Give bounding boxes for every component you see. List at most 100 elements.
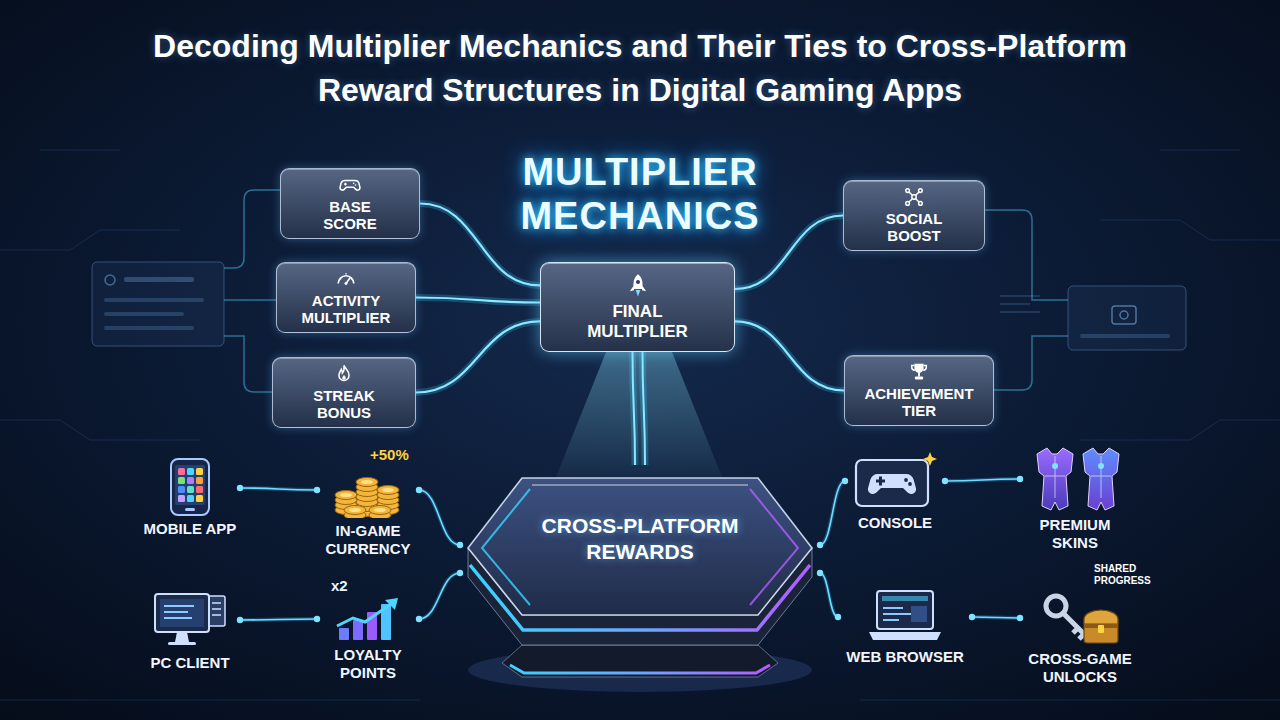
camera-icon bbox=[1112, 306, 1136, 324]
connector-glow bbox=[416, 321, 540, 392]
connector-dot bbox=[835, 614, 841, 620]
platform-item: IN-GAME CURRENCY bbox=[317, 468, 419, 558]
platform-item: LOYALTY POINTS bbox=[317, 596, 419, 682]
chart-bar bbox=[353, 620, 363, 640]
chest-lock bbox=[1098, 625, 1104, 633]
app-tile bbox=[187, 477, 194, 484]
trace-line bbox=[224, 299, 276, 301]
console-icon bbox=[852, 452, 938, 510]
item-label: WEB BROWSER bbox=[846, 648, 964, 666]
screen-lines bbox=[164, 606, 194, 618]
armor-gem bbox=[1098, 463, 1104, 469]
panel-bar bbox=[1080, 334, 1170, 338]
coins-icon bbox=[326, 468, 410, 518]
platform-item: PREMIUM SKINS bbox=[1020, 446, 1130, 552]
bonus-percent: +50% bbox=[370, 446, 422, 464]
rocket-fin bbox=[629, 285, 633, 291]
node-label: CROSS-PLATFORM REWARDS bbox=[530, 513, 750, 565]
coin-shine bbox=[340, 493, 352, 497]
connector-dot bbox=[457, 570, 463, 576]
panel-frame bbox=[92, 262, 224, 346]
coin-shine bbox=[361, 480, 373, 484]
platform-item: CONSOLE bbox=[845, 452, 945, 532]
network-icon bbox=[903, 186, 925, 208]
sparkle bbox=[923, 452, 937, 466]
connector-glow bbox=[416, 298, 540, 303]
process-box: STREAK BONUS bbox=[272, 357, 416, 428]
monitor-screen bbox=[160, 599, 204, 627]
process-box: ACHIEVEMENT TIER bbox=[844, 355, 994, 426]
coin-shine bbox=[382, 488, 394, 492]
connector-dot bbox=[842, 478, 848, 484]
trend-head bbox=[385, 598, 398, 610]
app-tile bbox=[178, 477, 185, 484]
node-label: BASE SCORE bbox=[310, 198, 390, 232]
connector-dot bbox=[942, 478, 948, 484]
gauge-icon bbox=[335, 268, 357, 290]
deco-line bbox=[1000, 295, 1040, 297]
rocket-fin bbox=[641, 285, 645, 291]
connector-line bbox=[735, 321, 844, 390]
deco-line bbox=[1000, 311, 1040, 313]
connector-line bbox=[633, 352, 636, 465]
armor-icon bbox=[1027, 446, 1123, 512]
trophy-stem bbox=[918, 372, 920, 376]
connector bbox=[817, 570, 841, 620]
app-tile bbox=[178, 486, 185, 493]
grid-line bbox=[0, 230, 180, 250]
connector-dot bbox=[817, 570, 823, 576]
trend-line bbox=[337, 604, 391, 626]
process-box: FINAL MULTIPLIER bbox=[540, 262, 735, 352]
connector-dot bbox=[314, 487, 320, 493]
connector bbox=[416, 321, 540, 392]
monitor-base bbox=[168, 642, 196, 645]
connector-dot bbox=[314, 616, 320, 622]
laptop-base bbox=[869, 632, 941, 640]
grid-line bbox=[1080, 420, 1280, 440]
connector-line bbox=[945, 479, 1020, 481]
flame-icon bbox=[333, 363, 355, 385]
browser-image bbox=[911, 606, 927, 622]
network-node bbox=[919, 189, 923, 193]
gamepad-icon bbox=[339, 174, 361, 196]
connector-line bbox=[419, 490, 460, 545]
phone-screen bbox=[175, 465, 205, 505]
process-box: SOCIAL BOOST bbox=[843, 180, 985, 251]
item-label: PC CLIENT bbox=[150, 654, 229, 672]
connector bbox=[817, 478, 848, 548]
trophy-handle bbox=[912, 366, 927, 371]
trace-line bbox=[224, 190, 280, 268]
panel-dot bbox=[105, 275, 115, 285]
item-label: CONSOLE bbox=[858, 514, 932, 532]
rocket-body bbox=[633, 274, 642, 289]
platform-item: CROSS-GAME UNLOCKS bbox=[1020, 590, 1140, 686]
light-beam bbox=[554, 352, 724, 482]
platform-item: PC CLIENT bbox=[140, 590, 240, 672]
connector-line bbox=[416, 298, 540, 303]
connector-glow bbox=[945, 479, 1020, 481]
platform-top bbox=[468, 478, 812, 615]
node-label: ACHIEVEMENT TIER bbox=[857, 385, 981, 419]
item-label: MOBILE APP bbox=[144, 520, 237, 538]
browser-bar bbox=[882, 596, 928, 601]
armor-seam bbox=[1091, 456, 1111, 498]
panel-frame bbox=[1068, 286, 1186, 350]
deco-lines bbox=[1000, 296, 1040, 312]
chart-icon bbox=[333, 596, 403, 642]
coin-shine bbox=[374, 508, 386, 512]
connector-line bbox=[643, 352, 646, 465]
coin bbox=[335, 491, 357, 500]
app-tile bbox=[196, 477, 203, 484]
platform-shape bbox=[460, 465, 820, 695]
progress-tag: SHARED PROGRESS bbox=[1094, 563, 1160, 587]
reward-platform: CROSS-PLATFORM REWARDS bbox=[460, 465, 820, 695]
connector-glow bbox=[972, 617, 1020, 618]
flame-shape bbox=[339, 365, 349, 380]
rocket-icon bbox=[624, 272, 652, 300]
deco-line bbox=[1000, 303, 1030, 305]
console-button bbox=[904, 478, 908, 482]
circuit-grid bbox=[0, 150, 1280, 700]
phone-home bbox=[185, 508, 195, 511]
